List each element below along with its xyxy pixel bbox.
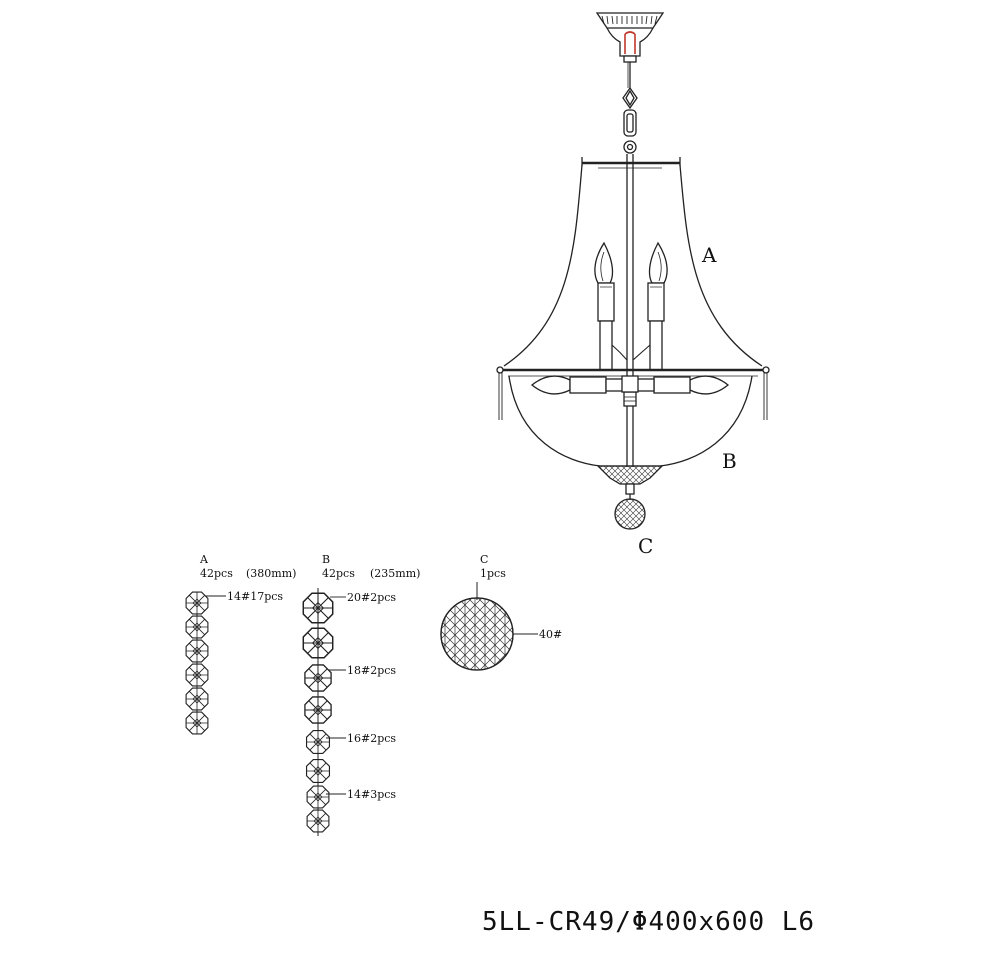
callout-c: C <box>638 534 653 558</box>
callout-a: A <box>701 243 717 267</box>
part-b: B 42pcs (235mm) 20#2pcs 18#2pcs 16#2pcs … <box>302 553 420 836</box>
suspension-chain <box>622 62 638 154</box>
model-label: 5LL-CR49/Φ400x600 L6 <box>482 907 815 937</box>
top-ring <box>581 157 681 169</box>
part-a: A 42pcs (380mm) 14#17pcs <box>185 553 296 735</box>
part-a-label-1: 14#17pcs <box>227 590 283 603</box>
part-c-crystal-ball <box>440 582 538 671</box>
part-b-label-4: 14#3pcs <box>347 788 396 801</box>
bottom-finial <box>596 465 664 495</box>
part-a-size: (380mm) <box>246 567 296 580</box>
ceiling-canopy <box>595 12 665 63</box>
part-b-label-1: 20#2pcs <box>347 591 396 604</box>
crystal-strand-left <box>503 164 583 367</box>
part-b-size: (235mm) <box>370 567 420 580</box>
crystal-strand-right <box>679 164 763 367</box>
bottom-crystal-ball <box>614 494 646 530</box>
part-c: C 1pcs 40# <box>440 553 562 671</box>
part-b-label-2: 18#2pcs <box>347 664 396 677</box>
part-b-letter: B <box>322 553 330 566</box>
horizontal-light-right <box>635 375 730 395</box>
chandelier-drawing <box>496 12 770 530</box>
candle-light-right <box>632 241 668 371</box>
part-b-label-3: 16#2pcs <box>347 732 396 745</box>
part-b-qty: 42pcs <box>322 567 355 580</box>
callout-b: B <box>722 449 737 473</box>
part-b-strand <box>302 588 346 836</box>
part-a-qty: 42pcs <box>200 567 233 580</box>
part-c-label-1: 40# <box>539 628 562 641</box>
part-c-letter: C <box>480 553 488 566</box>
center-stem <box>623 154 637 467</box>
candle-light-left <box>594 241 628 371</box>
horizontal-light-left <box>530 375 625 395</box>
part-a-letter: A <box>199 553 209 566</box>
part-c-qty: 1pcs <box>480 567 506 580</box>
part-a-strand <box>185 591 226 735</box>
